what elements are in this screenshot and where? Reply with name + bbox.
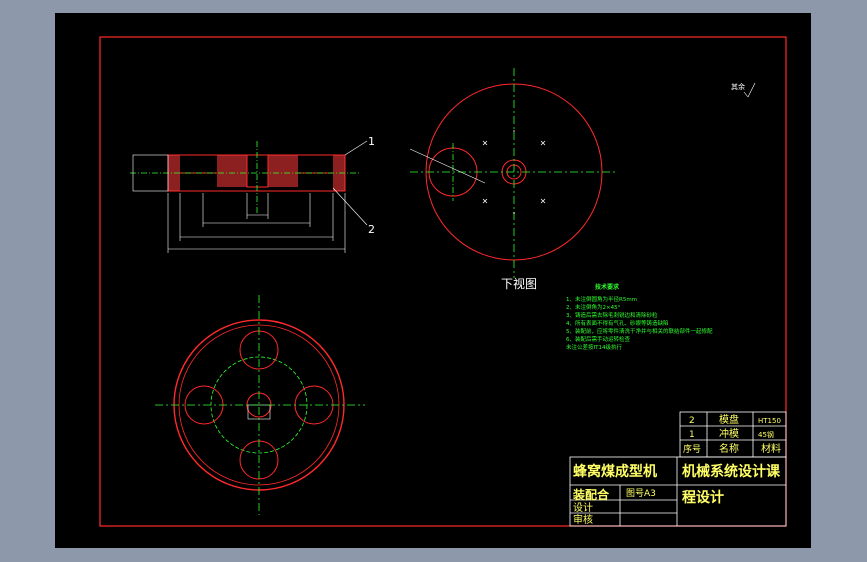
part-no: 1 [689,430,695,440]
part-name: 冲模 [719,427,739,440]
drawing-border [99,36,787,527]
assembly-label: 装配合 [572,487,610,502]
course-title: 机械系统设计课 [682,463,781,480]
header-no: 序号 [683,443,701,455]
tech-req-line: 2、未注倒角为2×45° [566,303,621,311]
drawing-canvas[interactable]: 1 2 [55,13,811,548]
part-material: HT150 [758,417,781,425]
part-no: 2 [689,416,695,426]
drawing-svg: 1 2 [99,36,787,527]
roughness-mark: 其余 [731,82,756,98]
tech-req-line: 4、所有表面不得有气孔、砂眼等铸造缺陷 [566,319,669,327]
tech-req-line: 5、装配前，应将零件清洗干净并与相关的联结部件一起修配 [566,327,713,335]
top-view: 下视图 [409,68,615,291]
section-view: 1 2 [130,135,375,253]
course-title-line2: 程设计 [682,489,724,506]
tech-req-line: 3、铸造后需去除毛刺锐边和清除砂粒 [566,311,658,319]
leader-label-1: 1 [368,135,375,148]
leader-label-2: 2 [368,223,375,236]
designer-label: 设计 [573,501,593,514]
header-material: 材料 [761,442,781,455]
part-material: 45钢 [758,430,774,439]
view-label: 下视图 [501,276,537,291]
tech-req-line: 1、未注倒圆角为半径R5mm [566,295,637,303]
bottom-view [155,295,365,515]
reviewer-label: 审核 [573,513,593,526]
header-name: 名称 [719,442,739,455]
title-block: 2 模盘 HT150 1 冲模 45钢 序号 名称 材料 蜂窝煤成型机 机械系统… [569,411,787,527]
tech-req-line: 6、装配后需手动运转检查 [566,335,631,343]
drawing-name: 蜂窝煤成型机 [573,463,657,480]
part-name: 模盘 [719,413,739,426]
tech-requirements: 技术要求 1、未注倒圆角为半径R5mm 2、未注倒角为2×45° 3、铸造后需去… [566,283,713,351]
svg-text:其余: 其余 [731,82,745,91]
tech-req-line: 未注公差按IT14级执行 [566,343,622,351]
tech-req-title: 技术要求 [595,283,620,291]
sheet-label: 图号A3 [626,488,656,499]
